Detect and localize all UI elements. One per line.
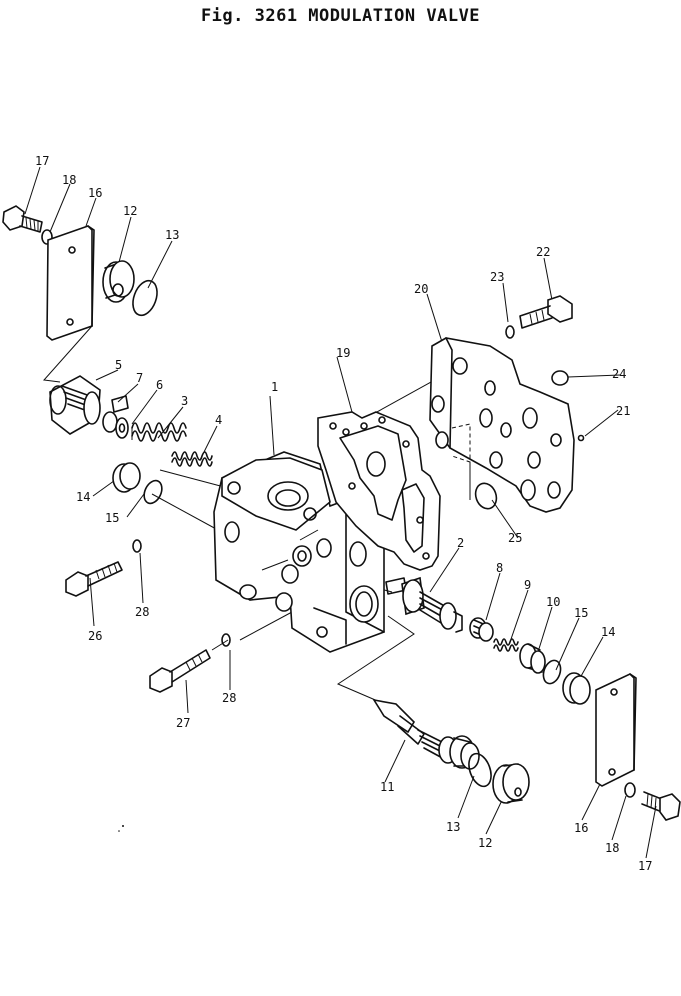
callout-19: 19 (336, 346, 350, 360)
callout-1: 1 (271, 380, 278, 394)
callout-13-lower: 13 (446, 820, 460, 834)
callout-12-top: 12 (123, 204, 137, 218)
washer-18-right (624, 782, 636, 798)
piston-5 (49, 375, 101, 435)
callout-5: 5 (115, 358, 122, 372)
gasket-19 (317, 411, 441, 571)
pin-7 (111, 395, 129, 413)
washer-23 (505, 325, 515, 339)
spring-8 (469, 617, 494, 642)
plug-14-right (562, 672, 591, 705)
washer-28-upper (132, 539, 142, 553)
o-ring-13-top (132, 279, 158, 317)
callout-18-top: 18 (62, 173, 76, 187)
cover-20 (429, 337, 575, 513)
o-ring-15-left (143, 479, 163, 505)
callout-15-right: 15 (574, 606, 588, 620)
callout-7: 7 (136, 371, 143, 385)
washer-6 (102, 411, 129, 439)
callout-26: 26 (88, 629, 102, 643)
washer-28-lower (221, 633, 231, 647)
callout-28-upper: 28 (135, 605, 149, 619)
callout-16-top: 16 (88, 186, 102, 200)
callout-9: 9 (524, 578, 531, 592)
callout-17-right: 17 (638, 859, 652, 873)
spring-4 (171, 451, 213, 467)
o-ring-24 (551, 370, 569, 386)
spring-9 (493, 638, 519, 652)
callout-11: 11 (380, 780, 394, 794)
callout-15-left: 15 (105, 511, 119, 525)
o-ring-15-right (542, 659, 562, 685)
callout-25: 25 (508, 531, 522, 545)
plug-12-lower (492, 763, 530, 804)
callout-3: 3 (181, 394, 188, 408)
callout-28-lower: 28 (222, 691, 236, 705)
spring-3 (131, 422, 187, 442)
callout-17-top: 17 (35, 154, 49, 168)
plug-12-top (102, 260, 135, 303)
callout-24: 24 (612, 367, 626, 381)
callout-10: 10 (546, 595, 560, 609)
bolt-27 (149, 649, 211, 693)
callout-4: 4 (215, 413, 222, 427)
alignment-lines (42, 325, 471, 703)
o-ring-25 (474, 482, 498, 510)
callout-20: 20 (414, 282, 428, 296)
callout-18-right: 18 (605, 841, 619, 855)
spool-11 (372, 698, 480, 770)
cover-plate-16-right (595, 673, 637, 787)
figure-title: Fig. 3261 MODULATION VALVE (200, 6, 481, 26)
callout-6: 6 (156, 378, 163, 392)
spool-2 (385, 576, 463, 633)
bolt-22 (519, 295, 573, 329)
plunger-10 (519, 643, 546, 674)
o-ring-13-lower (468, 752, 492, 788)
callout-14-right: 14 (601, 625, 615, 639)
plug-21 (577, 434, 585, 442)
plug-14-left (112, 462, 141, 493)
callout-8: 8 (496, 561, 503, 575)
callout-labels: 1 2 3 4 5 6 7 8 9 10 11 12 12 13 13 14 1… (35, 154, 652, 873)
callout-2: 2 (457, 536, 464, 550)
callout-27: 27 (176, 716, 190, 730)
callout-21: 21 (616, 404, 630, 418)
washer-18-top (41, 229, 53, 245)
callout-16-right: 16 (574, 821, 588, 835)
callout-23: 23 (490, 270, 504, 284)
callout-13-top: 13 (165, 228, 179, 242)
cover-plate-16-top (46, 225, 95, 341)
callout-22: 22 (536, 245, 550, 259)
callout-12-lower: 12 (478, 836, 492, 850)
bolt-17-top (2, 205, 43, 233)
bolt-17-right (641, 791, 681, 821)
callout-14-left: 14 (76, 490, 90, 504)
bolt-26 (65, 561, 123, 597)
